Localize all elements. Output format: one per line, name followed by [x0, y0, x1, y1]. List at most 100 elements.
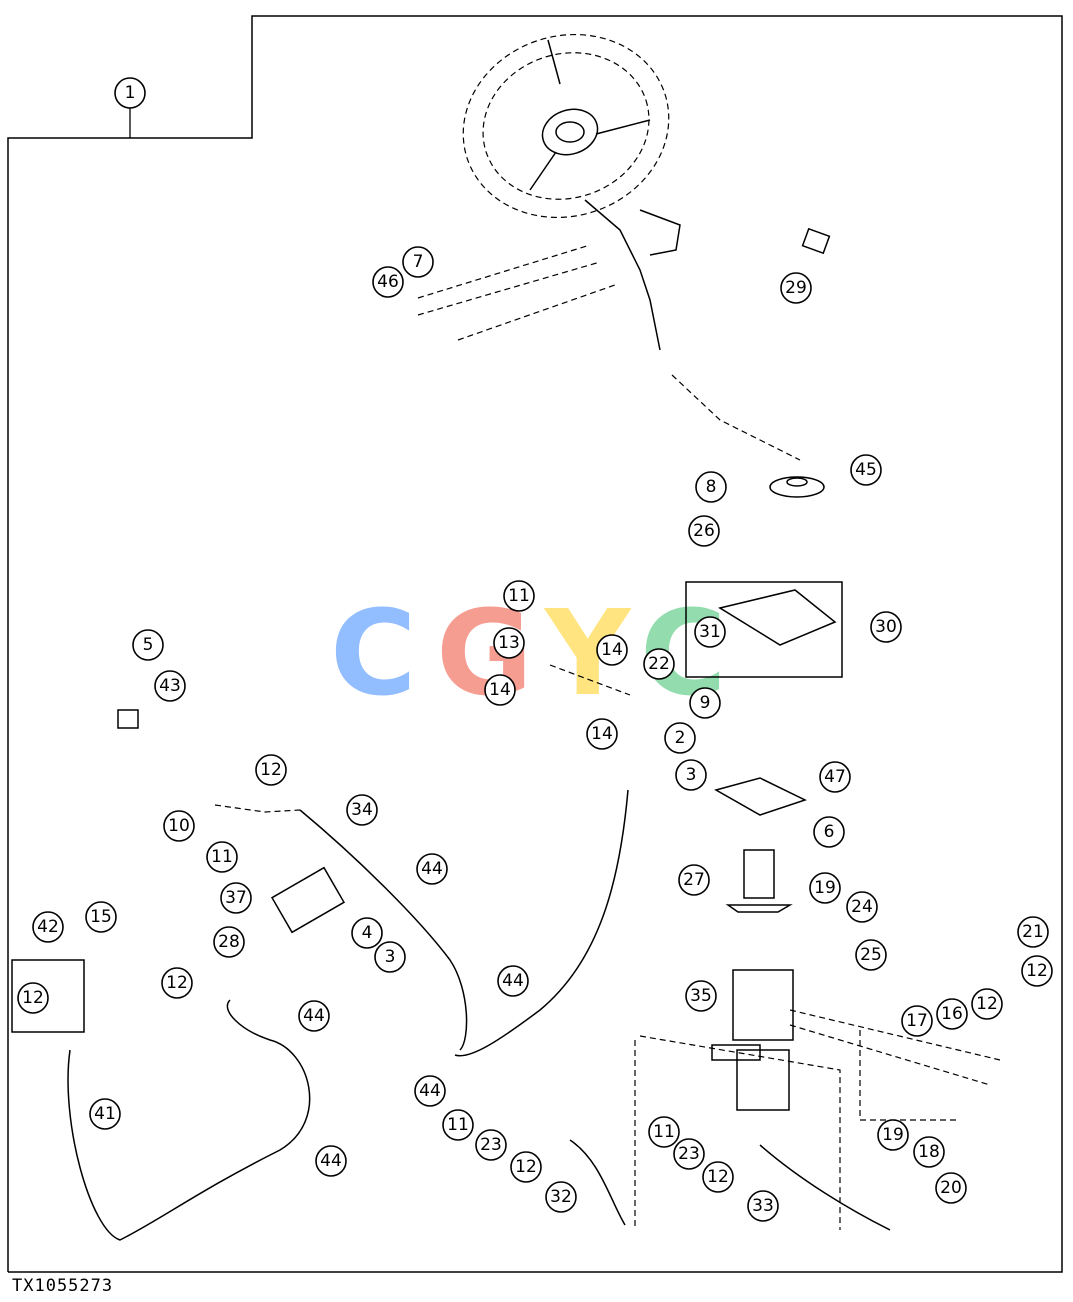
svg-text:12: 12: [515, 1157, 537, 1177]
svg-text:26: 26: [693, 521, 715, 541]
callout-1: 1: [114, 77, 146, 138]
svg-text:19: 19: [882, 1125, 904, 1145]
callout-41: 42: [32, 911, 64, 943]
svg-text:12: 12: [22, 988, 44, 1008]
callout-31: 31: [694, 616, 726, 648]
svg-text:44: 44: [419, 1081, 441, 1101]
callout-37: 37: [220, 882, 252, 914]
callout-47: 47: [819, 761, 851, 793]
svg-text:33: 33: [752, 1196, 774, 1216]
callout-17: 17: [901, 1005, 933, 1037]
svg-text:14: 14: [489, 680, 511, 700]
svg-text:8: 8: [706, 477, 717, 497]
svg-text:3: 3: [385, 947, 396, 967]
svg-text:11: 11: [653, 1122, 675, 1142]
callout-45: 45: [850, 454, 882, 486]
svg-text:23: 23: [678, 1144, 700, 1164]
svg-text:4: 4: [362, 923, 373, 943]
svg-text:47: 47: [824, 767, 846, 787]
svg-text:9: 9: [700, 693, 711, 713]
callout-25: 25: [855, 939, 887, 971]
callout-11-bottom: 11: [442, 1109, 474, 1141]
svg-text:11: 11: [211, 847, 233, 867]
svg-text:16: 16: [941, 1004, 963, 1024]
callout-6: 6: [813, 816, 845, 848]
svg-text:37: 37: [225, 888, 247, 908]
callout-27: 27: [678, 864, 710, 896]
svg-text:2: 2: [675, 728, 686, 748]
callout-24: 24: [846, 891, 878, 923]
callout-12-left: 12: [161, 967, 193, 999]
callout-44-lower: 44: [315, 1145, 347, 1177]
callout-15: 15: [85, 901, 117, 933]
svg-text:29: 29: [785, 278, 807, 298]
svg-text:31: 31: [699, 622, 721, 642]
callout-18: 18: [913, 1136, 945, 1168]
callout-23-right: 23: [673, 1138, 705, 1170]
callout-26: 26: [688, 515, 720, 547]
callout-22: 22: [643, 648, 675, 680]
svg-text:43: 43: [159, 676, 181, 696]
svg-text:25: 25: [860, 945, 882, 965]
callout-21: 21: [1017, 916, 1049, 948]
callout-14-upper: 14: [596, 634, 628, 666]
svg-text:27: 27: [683, 870, 705, 890]
callout-12-right: 12: [1021, 955, 1053, 987]
svg-text:44: 44: [421, 859, 443, 879]
svg-text:44: 44: [502, 971, 524, 991]
svg-text:44: 44: [303, 1006, 325, 1026]
callout-5: 5: [132, 629, 164, 661]
svg-text:45: 45: [855, 460, 877, 480]
callout-29: 29: [780, 272, 812, 304]
svg-text:22: 22: [648, 654, 670, 674]
svg-text:7: 7: [413, 252, 424, 272]
svg-text:41: 41: [94, 1104, 116, 1124]
callout-30: 30: [870, 611, 902, 643]
callout-35: 35: [685, 980, 717, 1012]
callout-12-bottom-right: 12: [702, 1161, 734, 1193]
callout-7: 4: [351, 917, 383, 949]
svg-text:5: 5: [143, 635, 154, 655]
svg-text:12: 12: [1026, 961, 1048, 981]
svg-text:18: 18: [918, 1142, 940, 1162]
callout-43: 44: [497, 965, 529, 997]
svg-text:12: 12: [166, 973, 188, 993]
svg-text:12: 12: [976, 994, 998, 1014]
callout-23-left: 23: [475, 1129, 507, 1161]
small-components: [11, 227, 843, 1033]
callout-46: 46: [372, 266, 404, 298]
svg-text:24: 24: [851, 897, 873, 917]
callout-16: 16: [936, 998, 968, 1030]
callout-12-box: 12: [17, 982, 49, 1014]
callout-19-upper: 19: [809, 872, 841, 904]
callout-3: 3: [675, 759, 707, 791]
callout-4: 3: [374, 941, 406, 973]
callout-14-left: 14: [484, 674, 516, 706]
svg-text:3: 3: [686, 765, 697, 785]
callout-12-mid: 12: [255, 754, 287, 786]
svg-text:1: 1: [125, 83, 136, 103]
svg-text:21: 21: [1022, 922, 1044, 942]
hoses: [67, 789, 891, 1241]
svg-text:34: 34: [351, 800, 373, 820]
svg-text:17: 17: [906, 1011, 928, 1031]
svg-text:30: 30: [875, 617, 897, 637]
callout-14-lower: 14: [586, 718, 618, 750]
callout-12-right2: 12: [971, 988, 1003, 1020]
steering-valve-stack: [711, 476, 837, 1111]
callout-19-lower: 19: [877, 1119, 909, 1151]
guide-lines: [214, 244, 1001, 1230]
callout-11-top: 11: [503, 580, 535, 612]
callout-13: 13: [493, 627, 525, 659]
callout-20: 20: [935, 1172, 967, 1204]
svg-text:46: 46: [377, 272, 399, 292]
svg-text:23: 23: [480, 1135, 502, 1155]
svg-text:28: 28: [218, 932, 240, 952]
svg-text:42: 42: [37, 917, 59, 937]
svg-text:14: 14: [601, 640, 623, 660]
callout-12-bottom: 12: [510, 1151, 542, 1183]
svg-text:12: 12: [260, 760, 282, 780]
svg-text:11: 11: [447, 1115, 469, 1135]
callout-2: 2: [664, 722, 696, 754]
